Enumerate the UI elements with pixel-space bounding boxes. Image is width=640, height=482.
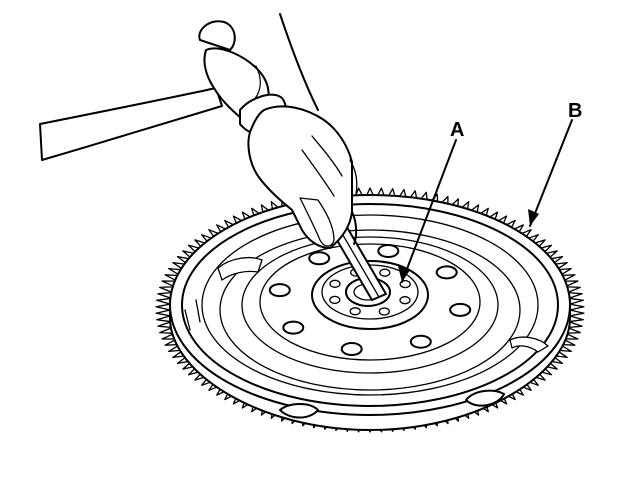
outer-bolt-hole [435,265,458,280]
outer-bolt-hole [449,302,472,317]
inner-bolt-hole [399,296,411,305]
callout-a-label: A [450,119,464,141]
outer-bolt-hole [282,320,305,335]
outer-bolt-hole [409,334,432,349]
outer-bolt-hole [268,283,291,298]
outer-bolt-hole [308,251,331,266]
inner-bolt-hole [379,268,391,277]
outer-bolt-holes [268,244,472,356]
inner-bolt-hole [329,295,341,305]
inner-bolt-hole [349,307,361,316]
callout-b-label: B [568,100,582,122]
balance-slots [184,257,549,419]
inner-bolt-hole [329,279,341,288]
callout-leaders [398,119,573,283]
outer-bolt-hole [340,342,363,356]
hand-illustration [247,13,358,249]
inner-bolt-hole [378,307,390,316]
outer-bolt-hole [377,244,400,258]
